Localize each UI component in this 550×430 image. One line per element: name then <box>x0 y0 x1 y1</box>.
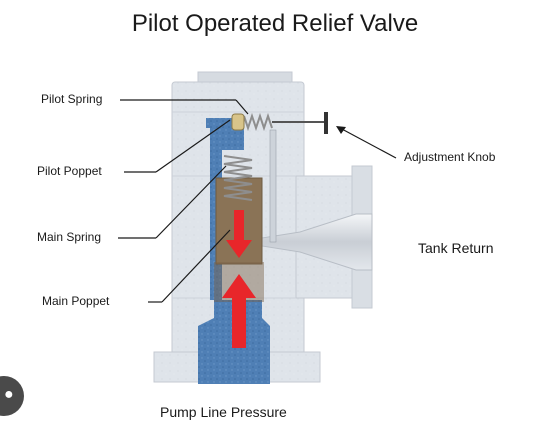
label-pilot-spring: Pilot Spring <box>41 92 102 106</box>
label-adjustment-knob: Adjustment Knob <box>404 150 495 164</box>
label-main-poppet: Main Poppet <box>42 294 109 308</box>
label-tank-return: Tank Return <box>418 240 493 256</box>
label-pilot-poppet: Pilot Poppet <box>37 164 102 178</box>
pilot-poppet <box>232 114 244 130</box>
badge-glyph-icon: ● <box>4 386 14 404</box>
label-main-spring: Main Spring <box>37 230 101 244</box>
label-pump-line-pressure: Pump Line Pressure <box>160 404 287 420</box>
